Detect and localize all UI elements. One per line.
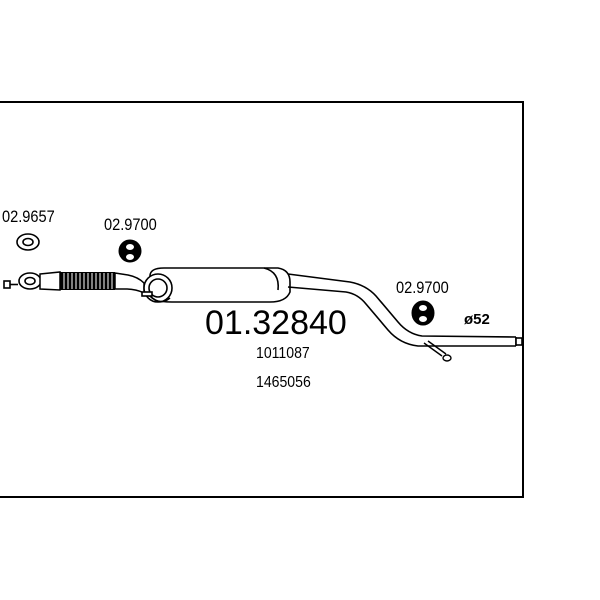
drawing-frame: [0, 101, 524, 498]
inlet-pipe: [114, 272, 145, 295]
gasket-icon: [16, 233, 40, 251]
accessory-code-label: 02.9657: [2, 208, 55, 226]
oe-reference: 1011087: [256, 344, 310, 362]
tail-pipe: [287, 273, 523, 347]
accessory-code-label: 02.9700: [396, 279, 449, 297]
oe-reference: 1465056: [256, 373, 311, 391]
accessory-code-label: 02.9700: [104, 216, 157, 234]
flex-pipe: [39, 271, 115, 291]
pipe-diameter-label: ø52: [464, 311, 490, 328]
rubber-mount-icon: [118, 239, 142, 263]
hanger-bracket: [423, 340, 452, 362]
part-number: 01.32840: [205, 304, 347, 342]
silencer-body: [141, 267, 291, 303]
rubber-mount-icon: [411, 300, 435, 326]
inlet-flange: [3, 272, 42, 290]
